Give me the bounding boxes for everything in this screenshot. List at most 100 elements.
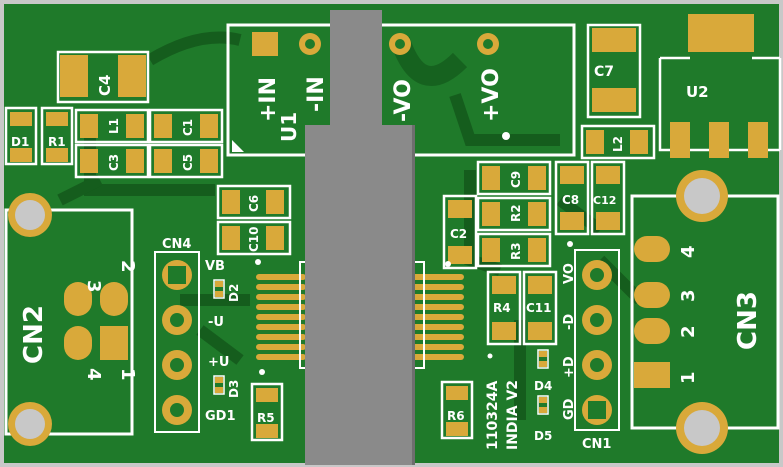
cn1-pad-3-hole xyxy=(590,358,604,372)
d2-pad-bottom xyxy=(215,291,223,297)
c6-pad-right xyxy=(266,190,284,214)
r4-outline xyxy=(486,270,522,346)
u1-pin-hole-3 xyxy=(395,39,405,49)
c7-pad-top xyxy=(592,28,636,52)
d4-outline xyxy=(537,349,549,369)
cn1-pin-label-d-plus: +D xyxy=(562,356,577,378)
cn4-pin-label-u-plus: +U xyxy=(208,355,229,370)
l2-pad-left xyxy=(586,130,604,154)
c6-outline xyxy=(216,184,292,220)
cn4-pad-4-hole xyxy=(170,403,184,417)
c9-pad-left xyxy=(482,166,500,190)
c3-pad-right xyxy=(126,149,144,173)
cn1-pin-label-d-minus: -D xyxy=(562,314,577,330)
c6-label: C6 xyxy=(247,195,261,212)
cn3-pin-label-1: 1 xyxy=(678,371,699,384)
c8-label: C8 xyxy=(562,193,579,207)
cn2-pad-2 xyxy=(100,282,128,316)
l2-label: L2 xyxy=(611,136,625,152)
r4-pad-bottom xyxy=(492,322,516,340)
c10-outline xyxy=(216,220,292,256)
c12-pad-top xyxy=(596,166,620,184)
c1-pad-right xyxy=(200,114,218,138)
d1-label: D1 xyxy=(11,135,29,149)
c3-label: C3 xyxy=(107,154,121,171)
c11-label: C11 xyxy=(526,301,552,315)
u1-pin-hole-4 xyxy=(483,39,493,49)
c10-pad-left xyxy=(222,226,240,250)
u1-pin-label-3: -VO xyxy=(391,79,416,122)
r4-pad-top xyxy=(492,276,516,294)
d5-label: D5 xyxy=(534,429,552,443)
d3-label: D3 xyxy=(227,380,241,398)
c5-pad-right xyxy=(200,149,218,173)
version-country-text: INDIA V2 xyxy=(505,380,521,450)
r1-pad-bottom xyxy=(46,148,68,162)
d1-pad-top xyxy=(10,112,32,126)
r4-label: R4 xyxy=(493,301,511,315)
r6-pad-bottom xyxy=(446,422,468,436)
vias xyxy=(255,132,573,375)
u2-label: U2 xyxy=(686,83,709,101)
cn4-pin-label-vb: VB xyxy=(205,259,225,274)
r2-label: R2 xyxy=(509,204,523,222)
c7-pad-bottom xyxy=(592,88,636,112)
r5-outline xyxy=(250,382,284,442)
c2-pad-bottom xyxy=(448,246,472,264)
d5-pad-bottom xyxy=(539,407,547,413)
l1-label: L1 xyxy=(107,118,121,134)
c9-outline xyxy=(476,160,552,196)
r2-pad-left xyxy=(482,202,500,226)
r6-outline xyxy=(440,380,474,440)
cn4-outline xyxy=(154,251,200,433)
r3-label: R3 xyxy=(509,242,523,260)
r1-outline xyxy=(40,106,74,166)
c2-label: C2 xyxy=(450,227,467,241)
cn3-pin-label-3: 3 xyxy=(678,289,699,302)
cn2-mount-bottom-hole xyxy=(15,409,45,439)
c8-pad-top xyxy=(560,166,584,184)
c4-label: C4 xyxy=(96,75,114,96)
c1-label: C1 xyxy=(181,119,195,136)
u1-pin-label-2: -IN xyxy=(304,76,329,112)
r6-pad-top xyxy=(446,386,468,400)
u1-pin-pad-1 xyxy=(252,32,278,56)
r1-pad-top xyxy=(46,112,68,126)
d1-outline xyxy=(4,106,38,166)
d3-pad-top xyxy=(215,377,223,383)
r1-label: R1 xyxy=(48,135,66,149)
cn1-pin-label-gd: GD xyxy=(562,398,577,420)
u1-ref-label: U1 xyxy=(277,112,301,142)
c12-label: C12 xyxy=(593,194,616,207)
d5-outline xyxy=(537,395,549,415)
r5-pad-bottom xyxy=(256,424,278,438)
c5-outline xyxy=(148,143,224,179)
r2-outline xyxy=(476,196,552,232)
c7-label: C7 xyxy=(594,64,614,80)
version-code-text: 110324A xyxy=(485,381,501,450)
chip-left-pins xyxy=(256,274,306,360)
cn2-outline xyxy=(4,208,134,436)
c5-pad-left xyxy=(154,149,172,173)
l2-outline xyxy=(580,124,656,160)
cn2-pad-4 xyxy=(64,326,92,360)
cn2-pin-label-1: 1 xyxy=(117,368,138,381)
cn4-pad-2-hole xyxy=(170,313,184,327)
c8-pad-bottom xyxy=(560,212,584,230)
cn3-pad-1 xyxy=(634,362,670,388)
l2-pad-right xyxy=(630,130,648,154)
c11-pad-top xyxy=(528,276,552,294)
c12-outline xyxy=(590,160,626,236)
c9-label: C9 xyxy=(509,171,523,188)
d2-pad-top xyxy=(215,281,223,287)
cn3-pad-2 xyxy=(634,318,670,344)
l1-outline xyxy=(74,108,150,144)
cn4-pad-3-hole xyxy=(170,358,184,372)
cn3-pin-label-4: 4 xyxy=(678,245,699,258)
c4-pad-right xyxy=(118,55,146,97)
u1-pin-hole-2 xyxy=(305,39,315,49)
c9-pad-right xyxy=(528,166,546,190)
chip-overlay-shadow xyxy=(412,125,415,465)
d4-pad-top xyxy=(539,351,547,357)
r3-outline xyxy=(476,232,552,268)
